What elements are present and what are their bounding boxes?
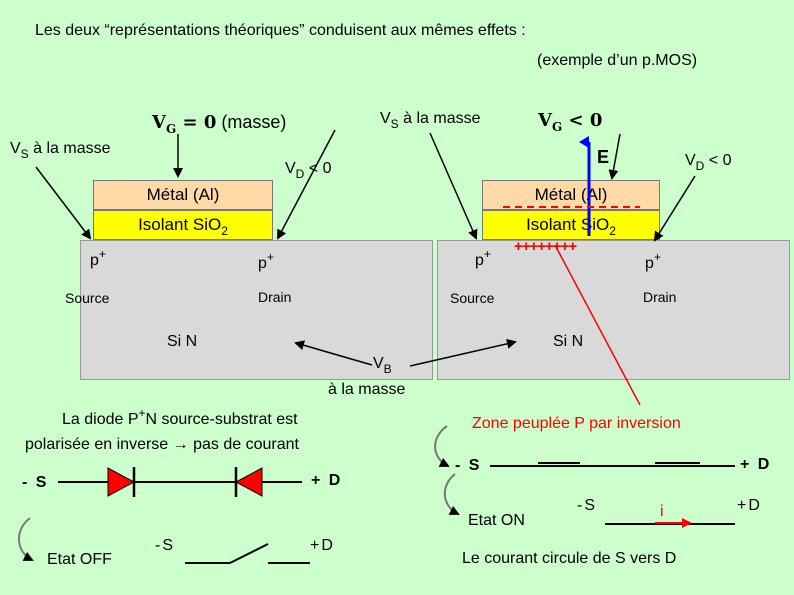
heading-line-2: (exemple d’un p.MOS) <box>537 52 698 69</box>
right-gate-arrow <box>608 133 621 180</box>
left-substrate-label: Si N <box>167 333 198 350</box>
on-minus-s-label: - S <box>455 457 482 474</box>
left-metal-layer: Métal (Al) <box>93 180 273 210</box>
on-curved-arrow-bottom-icon <box>443 473 460 515</box>
off-switch-s-label: -S <box>155 537 175 554</box>
positive-charge-row: ++++++++ <box>514 238 577 255</box>
right-drain-label: Drain <box>643 289 677 305</box>
off-plus-d-label: + D <box>311 472 343 489</box>
left-drain-label: Drain <box>258 289 292 305</box>
right-p-plus-drain: p+ <box>645 250 661 272</box>
vb-arrow-right <box>409 338 517 367</box>
left-drain-arrow <box>277 129 336 240</box>
channel-line <box>490 462 735 467</box>
inversion-zone-label: Zone peuplée P par inversion <box>472 415 681 432</box>
on-caption: Le courant circule de S vers D <box>462 550 677 567</box>
left-vg-label: VG = 0 (masse) <box>152 112 287 136</box>
off-switch-d-label: +D <box>310 537 335 554</box>
off-minus-s-label: - S <box>22 474 49 491</box>
off-state-label: Etat OFF <box>47 551 112 568</box>
diode-symbol <box>58 467 302 497</box>
on-plus-d-label: + D <box>740 456 772 473</box>
left-substrate <box>80 240 433 380</box>
right-drain-arrow <box>653 175 696 242</box>
closed-switch <box>605 518 735 528</box>
left-source-label: Source <box>65 290 110 306</box>
vb-arrow-left <box>294 340 373 366</box>
right-substrate-label: Si N <box>553 333 584 350</box>
left-p-plus-drain: p+ <box>258 250 274 272</box>
vb-ground-label: à la masse <box>328 381 406 398</box>
electric-field-label: E <box>597 147 610 167</box>
open-switch <box>185 543 310 564</box>
off-curved-arrow-icon <box>18 517 34 561</box>
diode-explanation-line-2: polarisée en inverse → pas de courant <box>25 436 299 453</box>
right-vs-label: VS à la masse <box>380 110 481 131</box>
right-source-arrow <box>429 132 478 240</box>
left-insulator-layer: Isolant SiO2 <box>93 210 273 240</box>
on-state-label: Etat ON <box>468 512 525 529</box>
on-switch-s-label: -S <box>577 497 597 514</box>
on-switch-d-label: +D <box>737 497 762 514</box>
right-p-plus-source: p+ <box>475 247 491 269</box>
current-label: i <box>660 503 664 520</box>
right-source-label: Source <box>450 290 495 306</box>
left-p-plus-source: p+ <box>90 247 106 269</box>
left-vs-label: VS à la masse <box>10 140 111 161</box>
on-curved-arrow-top-icon <box>434 425 450 467</box>
right-insulator-layer: Isolant SiO2 <box>482 210 660 240</box>
heading-line-1: Les deux “représentations théoriques” co… <box>35 22 526 39</box>
left-vd-label: VD < 0 <box>285 160 332 181</box>
right-vg-label: VG < 0 <box>538 110 603 134</box>
vb-label: VB <box>373 355 392 376</box>
inversion-zone-pointer <box>554 244 641 406</box>
right-vd-label: VD < 0 <box>685 152 732 173</box>
arrow-right-icon: → <box>172 436 189 453</box>
left-source-arrow <box>35 166 92 240</box>
diode-explanation-line-1: La diode P+N source-substrat est <box>62 406 298 428</box>
